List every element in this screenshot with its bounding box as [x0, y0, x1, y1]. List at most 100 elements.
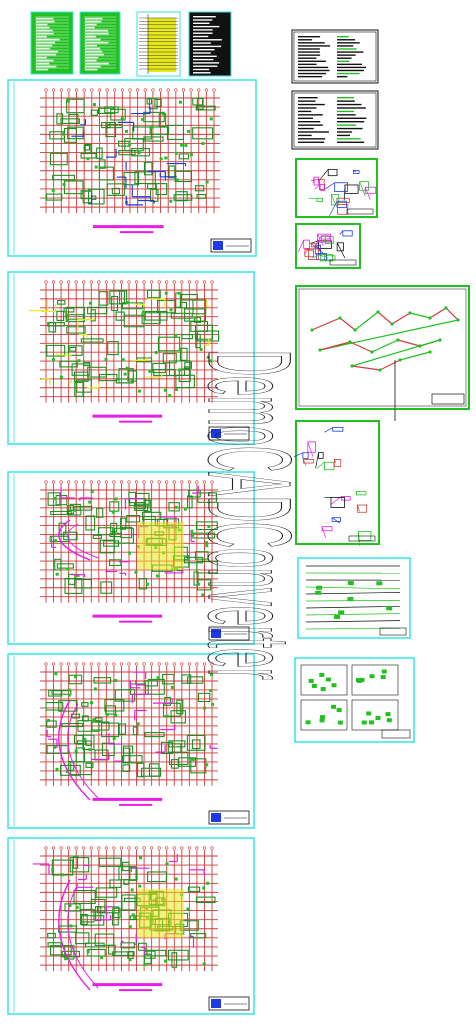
grid-bubble	[212, 88, 216, 92]
pipe-node	[348, 340, 352, 344]
notes-sheet-1	[291, 29, 379, 84]
title-block-logo	[211, 999, 221, 1008]
grid-bubble	[128, 88, 132, 92]
room-wall	[74, 381, 84, 397]
room-wall	[85, 515, 96, 531]
grid-bubble	[74, 662, 78, 666]
pipe-segment	[379, 359, 401, 371]
room-wall	[68, 674, 83, 685]
fixture	[52, 358, 56, 362]
pipe-node	[428, 316, 432, 320]
detail-block	[342, 230, 353, 237]
note-text-line	[337, 36, 349, 38]
room-wall	[48, 689, 63, 697]
room-wall	[193, 316, 201, 323]
fixture	[178, 348, 182, 352]
fixture	[196, 582, 200, 586]
grid-bubble	[74, 480, 78, 484]
room-wall	[80, 913, 88, 926]
fixture	[124, 129, 128, 133]
note-text-line	[337, 134, 350, 137]
grid-bubble	[165, 846, 169, 850]
room-wall	[124, 138, 144, 152]
room-wall	[109, 290, 125, 305]
room-wall	[192, 127, 214, 140]
room-wall	[126, 515, 141, 523]
pipe-segment	[371, 339, 399, 353]
diagram-inner-frame	[298, 288, 467, 407]
fixture	[67, 693, 71, 697]
detail-frame	[295, 223, 361, 269]
detail-block	[356, 504, 368, 513]
grid-bubble	[82, 88, 86, 92]
fixture	[111, 510, 115, 514]
fixture	[174, 388, 178, 392]
fixture	[74, 675, 78, 679]
fixture	[206, 355, 210, 359]
fixture	[203, 706, 207, 710]
fixture	[137, 151, 141, 155]
room-wall	[142, 511, 162, 521]
room-wall	[114, 527, 134, 544]
note-text-line	[298, 51, 320, 53]
detail-pipe	[315, 452, 319, 469]
fixture	[334, 615, 341, 620]
title-block-logo	[211, 429, 221, 438]
table-row-text	[193, 29, 213, 31]
room-wall	[175, 191, 188, 202]
grid-bubble	[89, 846, 93, 850]
room-wall	[197, 492, 217, 503]
note-text-line	[337, 75, 348, 78]
grid-bubble	[119, 662, 124, 666]
title-block-logo	[211, 813, 221, 822]
room-wall	[143, 161, 153, 176]
grid-bubble	[142, 280, 146, 284]
room-wall	[84, 144, 92, 155]
fixture	[337, 720, 343, 725]
table-row-text	[193, 35, 209, 38]
room-wall	[187, 676, 204, 684]
fixture	[69, 924, 73, 928]
room-wall	[63, 180, 84, 195]
room-wall	[96, 147, 103, 159]
grid-bubble	[165, 662, 169, 666]
fixture	[347, 596, 354, 601]
pipe-line	[305, 613, 401, 616]
grid-bubble	[59, 280, 63, 284]
room-wall	[77, 720, 100, 732]
room-wall	[195, 185, 205, 192]
fixture	[94, 165, 98, 169]
drawing-caption	[92, 983, 163, 987]
detail-pipe	[316, 461, 325, 469]
detail-block	[319, 184, 326, 191]
title-block	[431, 393, 465, 405]
note-text-line	[298, 134, 312, 137]
pipe-segment	[399, 351, 431, 361]
room-wall	[80, 190, 93, 200]
fixture	[305, 720, 311, 725]
room-wall	[76, 740, 86, 745]
fixture	[138, 884, 142, 888]
fixture	[92, 103, 96, 107]
room-wall	[119, 290, 128, 305]
table-row-text	[85, 38, 101, 41]
room-wall	[167, 949, 189, 961]
note-text-line	[298, 60, 326, 62]
fixture	[134, 570, 138, 574]
detail-block	[356, 491, 367, 496]
room-wall	[122, 764, 131, 772]
room-wall	[157, 336, 181, 352]
table-row-text	[36, 29, 53, 32]
curved-pipe	[58, 519, 91, 561]
grid-bubble	[51, 480, 56, 484]
fixture	[150, 125, 154, 129]
note-inner-frame	[293, 92, 377, 148]
table-row-text	[85, 50, 103, 53]
pipe-node	[418, 344, 422, 348]
note-text-line	[337, 51, 364, 53]
fixture	[53, 745, 57, 749]
table-row-text	[193, 65, 218, 67]
plan-panel	[351, 699, 399, 731]
room-wall	[90, 309, 96, 322]
pipe-segment	[391, 312, 411, 325]
